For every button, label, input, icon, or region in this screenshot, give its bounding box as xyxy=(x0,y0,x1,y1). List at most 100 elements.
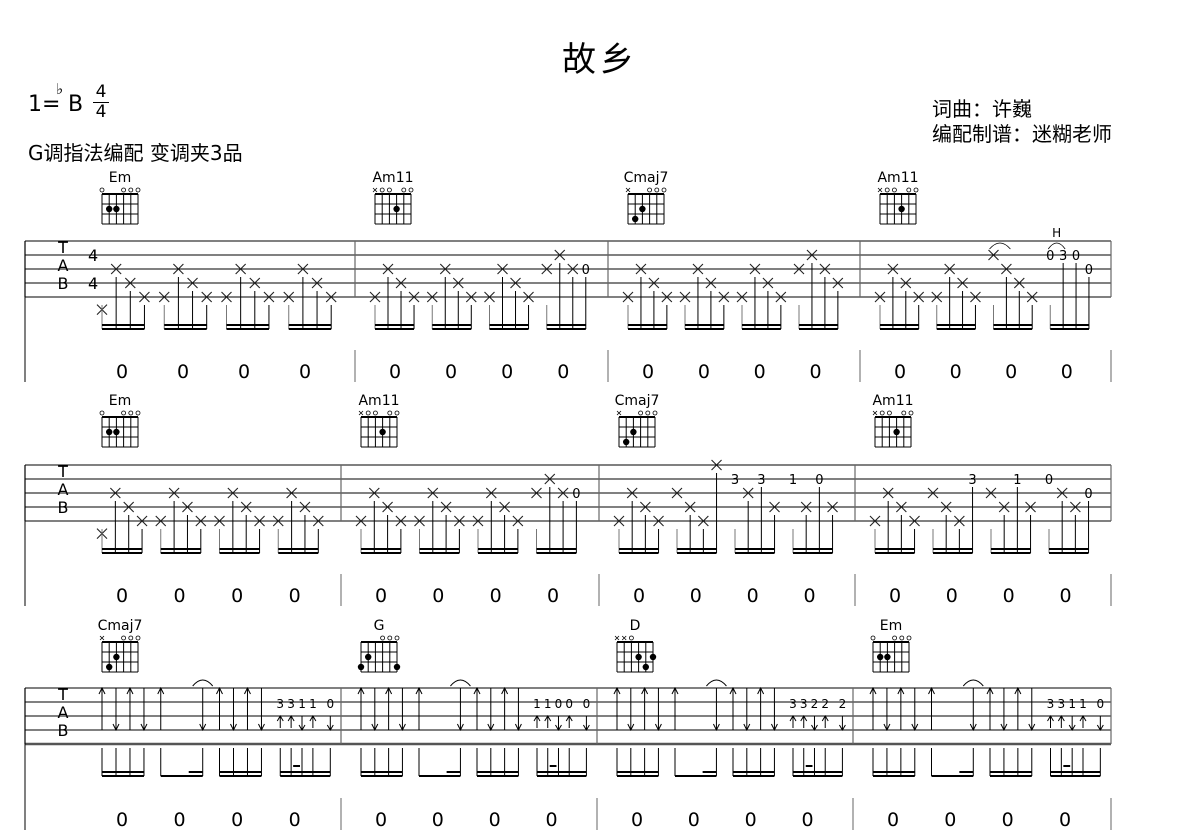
strum-up-icon xyxy=(98,686,106,730)
muted-note-icon xyxy=(895,501,907,513)
strum-up-icon xyxy=(1057,715,1065,728)
muted-note-icon xyxy=(626,487,638,499)
muted-note-icon xyxy=(109,487,121,499)
bass-note: 0 xyxy=(631,809,643,831)
muted-note-icon xyxy=(1001,263,1012,275)
muted-note-icon xyxy=(325,291,337,303)
muted-note-icon xyxy=(671,487,683,499)
bass-note: 0 xyxy=(698,361,710,383)
strum-down-icon xyxy=(883,688,891,732)
fret-number: 3 xyxy=(757,473,765,488)
chord-name: Em xyxy=(880,618,902,634)
strum-up-icon xyxy=(501,686,509,730)
muted-note-icon xyxy=(613,515,625,527)
strum-up-icon xyxy=(544,715,552,728)
muted-note-icon xyxy=(531,487,542,499)
muted-note-icon xyxy=(622,291,634,303)
muted-note-icon xyxy=(913,291,925,303)
strum-down-icon xyxy=(140,688,148,732)
muted-note-icon xyxy=(567,263,579,275)
fret-number: 2 xyxy=(839,697,847,711)
bass-note: 0 xyxy=(289,585,301,607)
tab-label-t: T xyxy=(57,462,68,481)
fret-number: 3 xyxy=(1059,249,1067,264)
chord-name: Am11 xyxy=(877,170,918,186)
strum-down-icon xyxy=(230,688,237,732)
bass-note: 0 xyxy=(690,585,702,607)
muted-note-icon xyxy=(819,263,831,275)
muted-note-icon xyxy=(235,263,247,275)
fret-number: 0 xyxy=(1097,697,1105,711)
hammer-on-label: H xyxy=(1052,226,1061,240)
strum-up-icon xyxy=(309,715,317,728)
bass-note: 0 xyxy=(1061,361,1073,383)
muted-note-icon xyxy=(705,277,717,289)
chord-diagram-cmaj7: Cmaj7 xyxy=(98,618,142,673)
muted-note-icon xyxy=(195,515,207,527)
fret-number: 0 xyxy=(583,697,591,711)
muted-note-icon xyxy=(742,487,754,499)
strum-up-icon xyxy=(533,715,541,728)
muted-note-icon xyxy=(1013,277,1025,289)
bass-note: 0 xyxy=(754,361,766,383)
muted-note-icon xyxy=(395,515,407,527)
fret-number: 3 xyxy=(1047,697,1055,711)
bass-note: 0 xyxy=(1059,809,1071,831)
bass-note: 0 xyxy=(116,809,128,831)
strum-up-icon xyxy=(415,686,423,730)
muted-note-icon xyxy=(395,277,407,289)
muted-note-icon xyxy=(484,291,495,303)
muted-note-icon xyxy=(523,291,534,303)
time-sig-top: 4 xyxy=(95,82,107,102)
muted-note-icon xyxy=(869,515,881,527)
flat-icon: ♭ xyxy=(56,80,64,98)
strum-up-icon xyxy=(216,686,223,730)
strum-up-icon xyxy=(671,686,679,730)
muted-note-icon xyxy=(123,501,135,513)
chord-name: Em xyxy=(109,393,131,409)
bass-note: 0 xyxy=(688,809,700,831)
strum-down-icon xyxy=(456,688,464,732)
chord-diagram-am11: Am11 xyxy=(372,170,414,225)
tie-icon xyxy=(192,679,214,687)
fret-number: 3 xyxy=(276,697,284,711)
strum-up-icon xyxy=(157,686,165,730)
muted-note-icon xyxy=(136,515,148,527)
chord-diagram-g: G xyxy=(357,618,401,673)
time-sig-bottom: 4 xyxy=(95,102,107,122)
bass-note: 0 xyxy=(231,809,243,831)
muted-note-icon xyxy=(800,501,812,513)
fret-number: 0 xyxy=(555,697,563,711)
chord-name: Am11 xyxy=(872,393,913,409)
muted-note-icon xyxy=(684,501,696,513)
bass-note: 0 xyxy=(432,809,444,831)
fret-number: 0 xyxy=(572,487,580,502)
muted-note-icon xyxy=(452,277,464,289)
chord-diagram-em: Em xyxy=(870,618,912,673)
chord-name: Cmaj7 xyxy=(624,170,669,186)
bass-note: 0 xyxy=(116,585,128,607)
strum-up-icon xyxy=(357,686,365,730)
chord-diagram-d: D xyxy=(614,618,657,673)
strum-up-icon xyxy=(126,686,134,730)
muted-note-icon xyxy=(427,487,439,499)
muted-note-icon xyxy=(793,263,805,275)
muted-note-icon xyxy=(263,291,275,303)
muted-note-icon xyxy=(988,249,999,261)
muted-note-icon xyxy=(882,487,894,499)
muted-note-icon xyxy=(827,501,838,513)
bass-note: 0 xyxy=(490,585,502,607)
fret-number: 1 xyxy=(298,697,306,711)
strum-up-icon xyxy=(473,686,481,730)
strum-down-icon xyxy=(1028,688,1036,732)
tab-label-b: B xyxy=(58,498,69,517)
strum-down-icon xyxy=(1068,716,1076,731)
bass-note: 0 xyxy=(289,809,301,831)
fret-number: 1 xyxy=(309,697,317,711)
